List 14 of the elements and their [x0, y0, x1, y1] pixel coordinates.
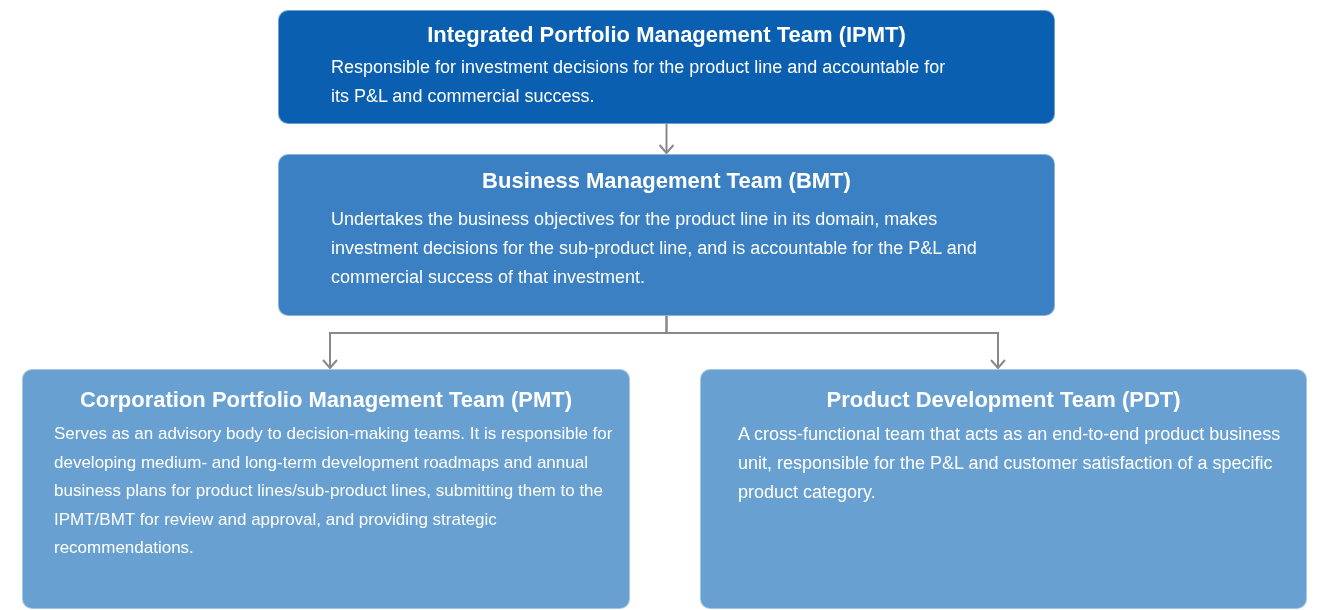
- arrow: [658, 123, 675, 154]
- team-box: [278, 154, 1055, 316]
- team-description: A cross-functional team that acts as an end-to-end product business unit, responsible for the P&L and customer satisfaction of a specific product category.: [738, 423, 1282, 504]
- team-description: Serves as an advisory body to decision-making teams. It is responsible for developing medium- and long-term development roadmaps and annual business plans for product lines/sub-product lines, submitting them to the IPMT/BMT for review and approval, and providing strategic recommendations.: [54, 423, 614, 559]
- team-title: Business Management Team (BMT): [481, 167, 852, 195]
- arrow: [665, 315, 1006, 369]
- team-box: [700, 369, 1307, 609]
- team-box: [278, 10, 1055, 124]
- team-description: Undertakes the business objectives for the product line in its domain, makes investment decisions for the sub-product line, and is accountable for the P&L and commercial success of that investment.: [331, 208, 978, 289]
- team-box: [22, 369, 630, 609]
- team-description: Responsible for investment decisions for the product line and accountable for its P&L and commercial success.: [331, 56, 947, 108]
- team-title: Product Development Team (PDT): [825, 386, 1182, 414]
- team-title: Integrated Portfolio Management Team (IPMT): [426, 21, 907, 49]
- team-title: Corporation Portfolio Management Team (PMT): [78, 386, 574, 414]
